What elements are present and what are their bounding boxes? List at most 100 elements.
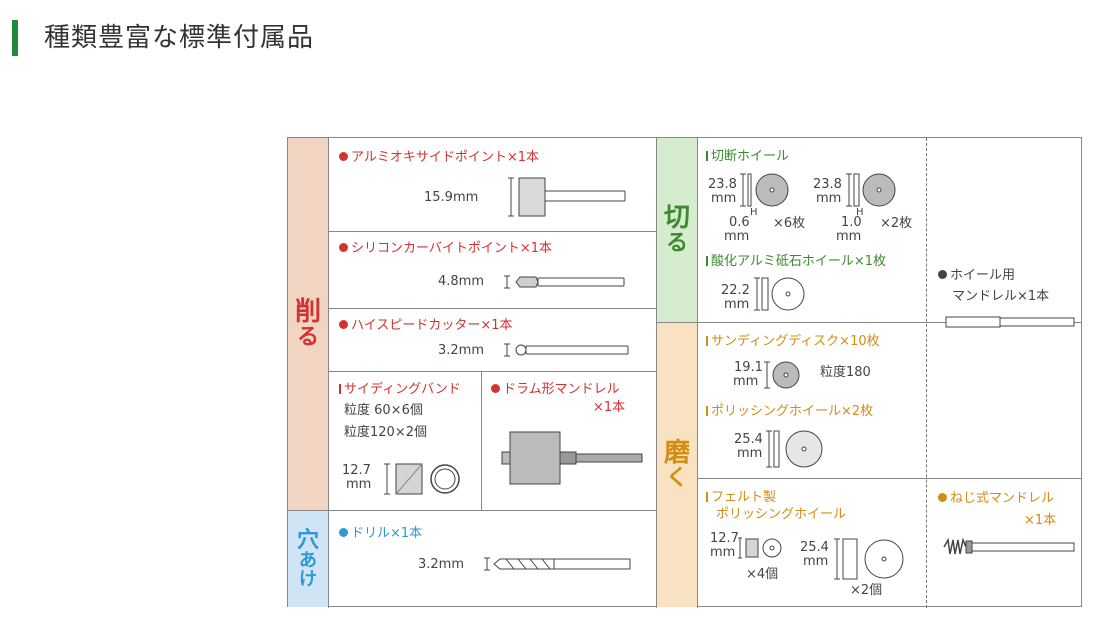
red-dot-icon [339,152,348,161]
red-dot-icon [491,384,500,393]
grid-line [328,231,657,232]
screw-mandrel-name: ねじ式マンドレル [950,491,1055,506]
polishing-wheel-size-value: 25.4 [734,432,763,447]
sanding-disc-label: サンディングディスク×10枚 [706,334,880,350]
cutoff-wheel-2-illustration [846,173,896,207]
screw-mandrel-qty: ×1本 [1024,513,1057,528]
red-bar-icon [339,384,341,394]
hss-cutter-size: 3.2mm [438,343,485,358]
category-ana-char-2: あ [299,549,317,571]
grid-line [328,308,657,309]
cutoff-wheel-d1-value: 23.8 [708,177,737,192]
polishing-wheel-size-unit: mm [737,446,763,461]
polishing-wheel-name: ポリッシングホイール×2枚 [711,404,874,419]
orange-bar-icon [706,492,708,502]
category-migaku: 磨 く [657,323,697,607]
drum-mandrel-qty: ×1本 [593,400,626,415]
grid-line [328,510,657,511]
sanding-disc-size-unit: mm [733,374,759,389]
cutoff-wheel-t1-unit: mm [724,229,750,244]
wheel-mandrel-name-2: マンドレル×1本 [952,289,1050,304]
sanding-band-name: サイディングバンド [344,382,461,397]
sanding-band-size-unit: mm [346,477,372,492]
cutoff-wheel-1-illustration [740,173,789,207]
cutoff-wheel-t2-unit: mm [836,229,862,244]
sanding-band-label: サイディングバンド [339,382,461,398]
screw-mandrel-illustration [943,537,1075,555]
category-migaku-char-2: く [665,466,688,492]
wheel-mandrel-name-1: ホイール用 [950,268,1016,283]
alumina-point-name: アルミオキサイドポイント×1本 [351,150,540,165]
blue-dot-icon [339,528,348,537]
alumina-wheel-size-value: 22.2 [721,283,750,298]
hss-cutter-name: ハイスピードカッター×1本 [351,318,513,333]
grid-line [288,510,328,511]
cutoff-wheel-h1: H [750,207,758,218]
category-kezuru: 削 る [288,138,328,510]
category-ana: 穴 あ け [288,511,328,607]
sanding-disc-grit: 粒度180 [820,365,871,380]
felt-wheel-q1: ×4個 [746,567,779,582]
alumina-wheel-label: 酸化アルミ砥石ホイール×1枚 [706,254,886,270]
alumina-point-illustration [508,177,626,217]
sanding-band-illustration [384,463,460,495]
accessory-chart: 削 る 穴 あ け 切 る 磨 く アルミオキサイドポイント×1本 15.9mm… [287,137,1082,608]
cutoff-wheel-d2-unit: mm [816,191,842,206]
alumina-point-label: アルミオキサイドポイント×1本 [339,150,539,166]
wheel-mandrel-illustration [945,316,1075,328]
hss-cutter-label: ハイスピードカッター×1本 [339,318,513,334]
grid-line [697,478,1082,479]
cutoff-wheel-t2-value: 1.0 [841,215,862,230]
cutoff-wheel-d2-value: 23.8 [813,177,842,192]
category-kezuru-char-2: る [296,325,319,351]
grid-line [328,371,657,372]
felt-wheel-label: フェルト製 [706,490,776,506]
cutoff-wheel-name: 切断ホイール [711,149,790,164]
cutoff-wheel-h2: H [856,207,864,218]
orange-dot-icon [938,493,947,502]
felt-wheel-q2: ×2個 [850,583,883,598]
green-bar-icon [706,256,708,266]
green-bar-icon [706,151,708,161]
red-dot-icon [339,243,348,252]
felt-wheel-s2-unit: mm [803,554,829,569]
title-accent-bar [12,20,18,56]
sanding-disc-name: サンディングディスク×10枚 [711,334,880,349]
grid-line [697,138,698,608]
drill-illustration [484,557,631,571]
grid-line [328,138,329,608]
cutoff-wheel-q2: ×2枚 [880,216,913,231]
page-title: 種類豊富な標準付属品 [44,23,315,53]
drill-name: ドリル×1本 [351,526,423,541]
grid-line [697,322,1082,323]
felt-wheel-name-2: ポリッシングホイール [716,507,847,522]
drum-mandrel-label: ドラム形マンドレル [491,382,620,398]
screw-mandrel-label: ねじ式マンドレル [938,491,1054,507]
hss-cutter-illustration [504,343,629,357]
sic-point-name: シリコンカーバイトポイント×1本 [351,241,553,256]
sanding-band-grit-1: 粒度 60×6個 [344,403,423,418]
sanding-disc-illustration [764,361,800,389]
sanding-band-size-value: 12.7 [342,463,371,478]
wheel-mandrel-label: ホイール用 [938,268,1015,284]
category-ana-char-3: け [299,568,317,590]
grid-line-dashed [926,138,927,608]
cutoff-wheel-d1-unit: mm [711,191,737,206]
alumina-wheel-size-unit: mm [724,297,750,312]
sic-point-size: 4.8mm [438,274,485,289]
cutoff-wheel-label: 切断ホイール [706,149,789,165]
cutoff-wheel-t1-value: 0.6 [729,215,750,230]
grid-line [481,372,482,510]
category-kiru-char-2: る [665,231,688,257]
category-kiru: 切 る [657,138,697,322]
sanding-band-grit-2: 粒度120×2個 [344,425,427,440]
felt-wheel-s1-unit: mm [710,545,736,560]
category-kezuru-char-1: 削 [294,296,321,327]
red-dot-icon [339,320,348,329]
drum-mandrel-name: ドラム形マンドレル [503,382,620,397]
drill-size: 3.2mm [418,557,465,572]
felt-wheel-name-1: フェルト製 [711,490,777,505]
drum-mandrel-illustration [501,431,643,485]
category-kiru-char-1: 切 [663,202,690,233]
category-migaku-char-1: 磨 [663,437,690,468]
